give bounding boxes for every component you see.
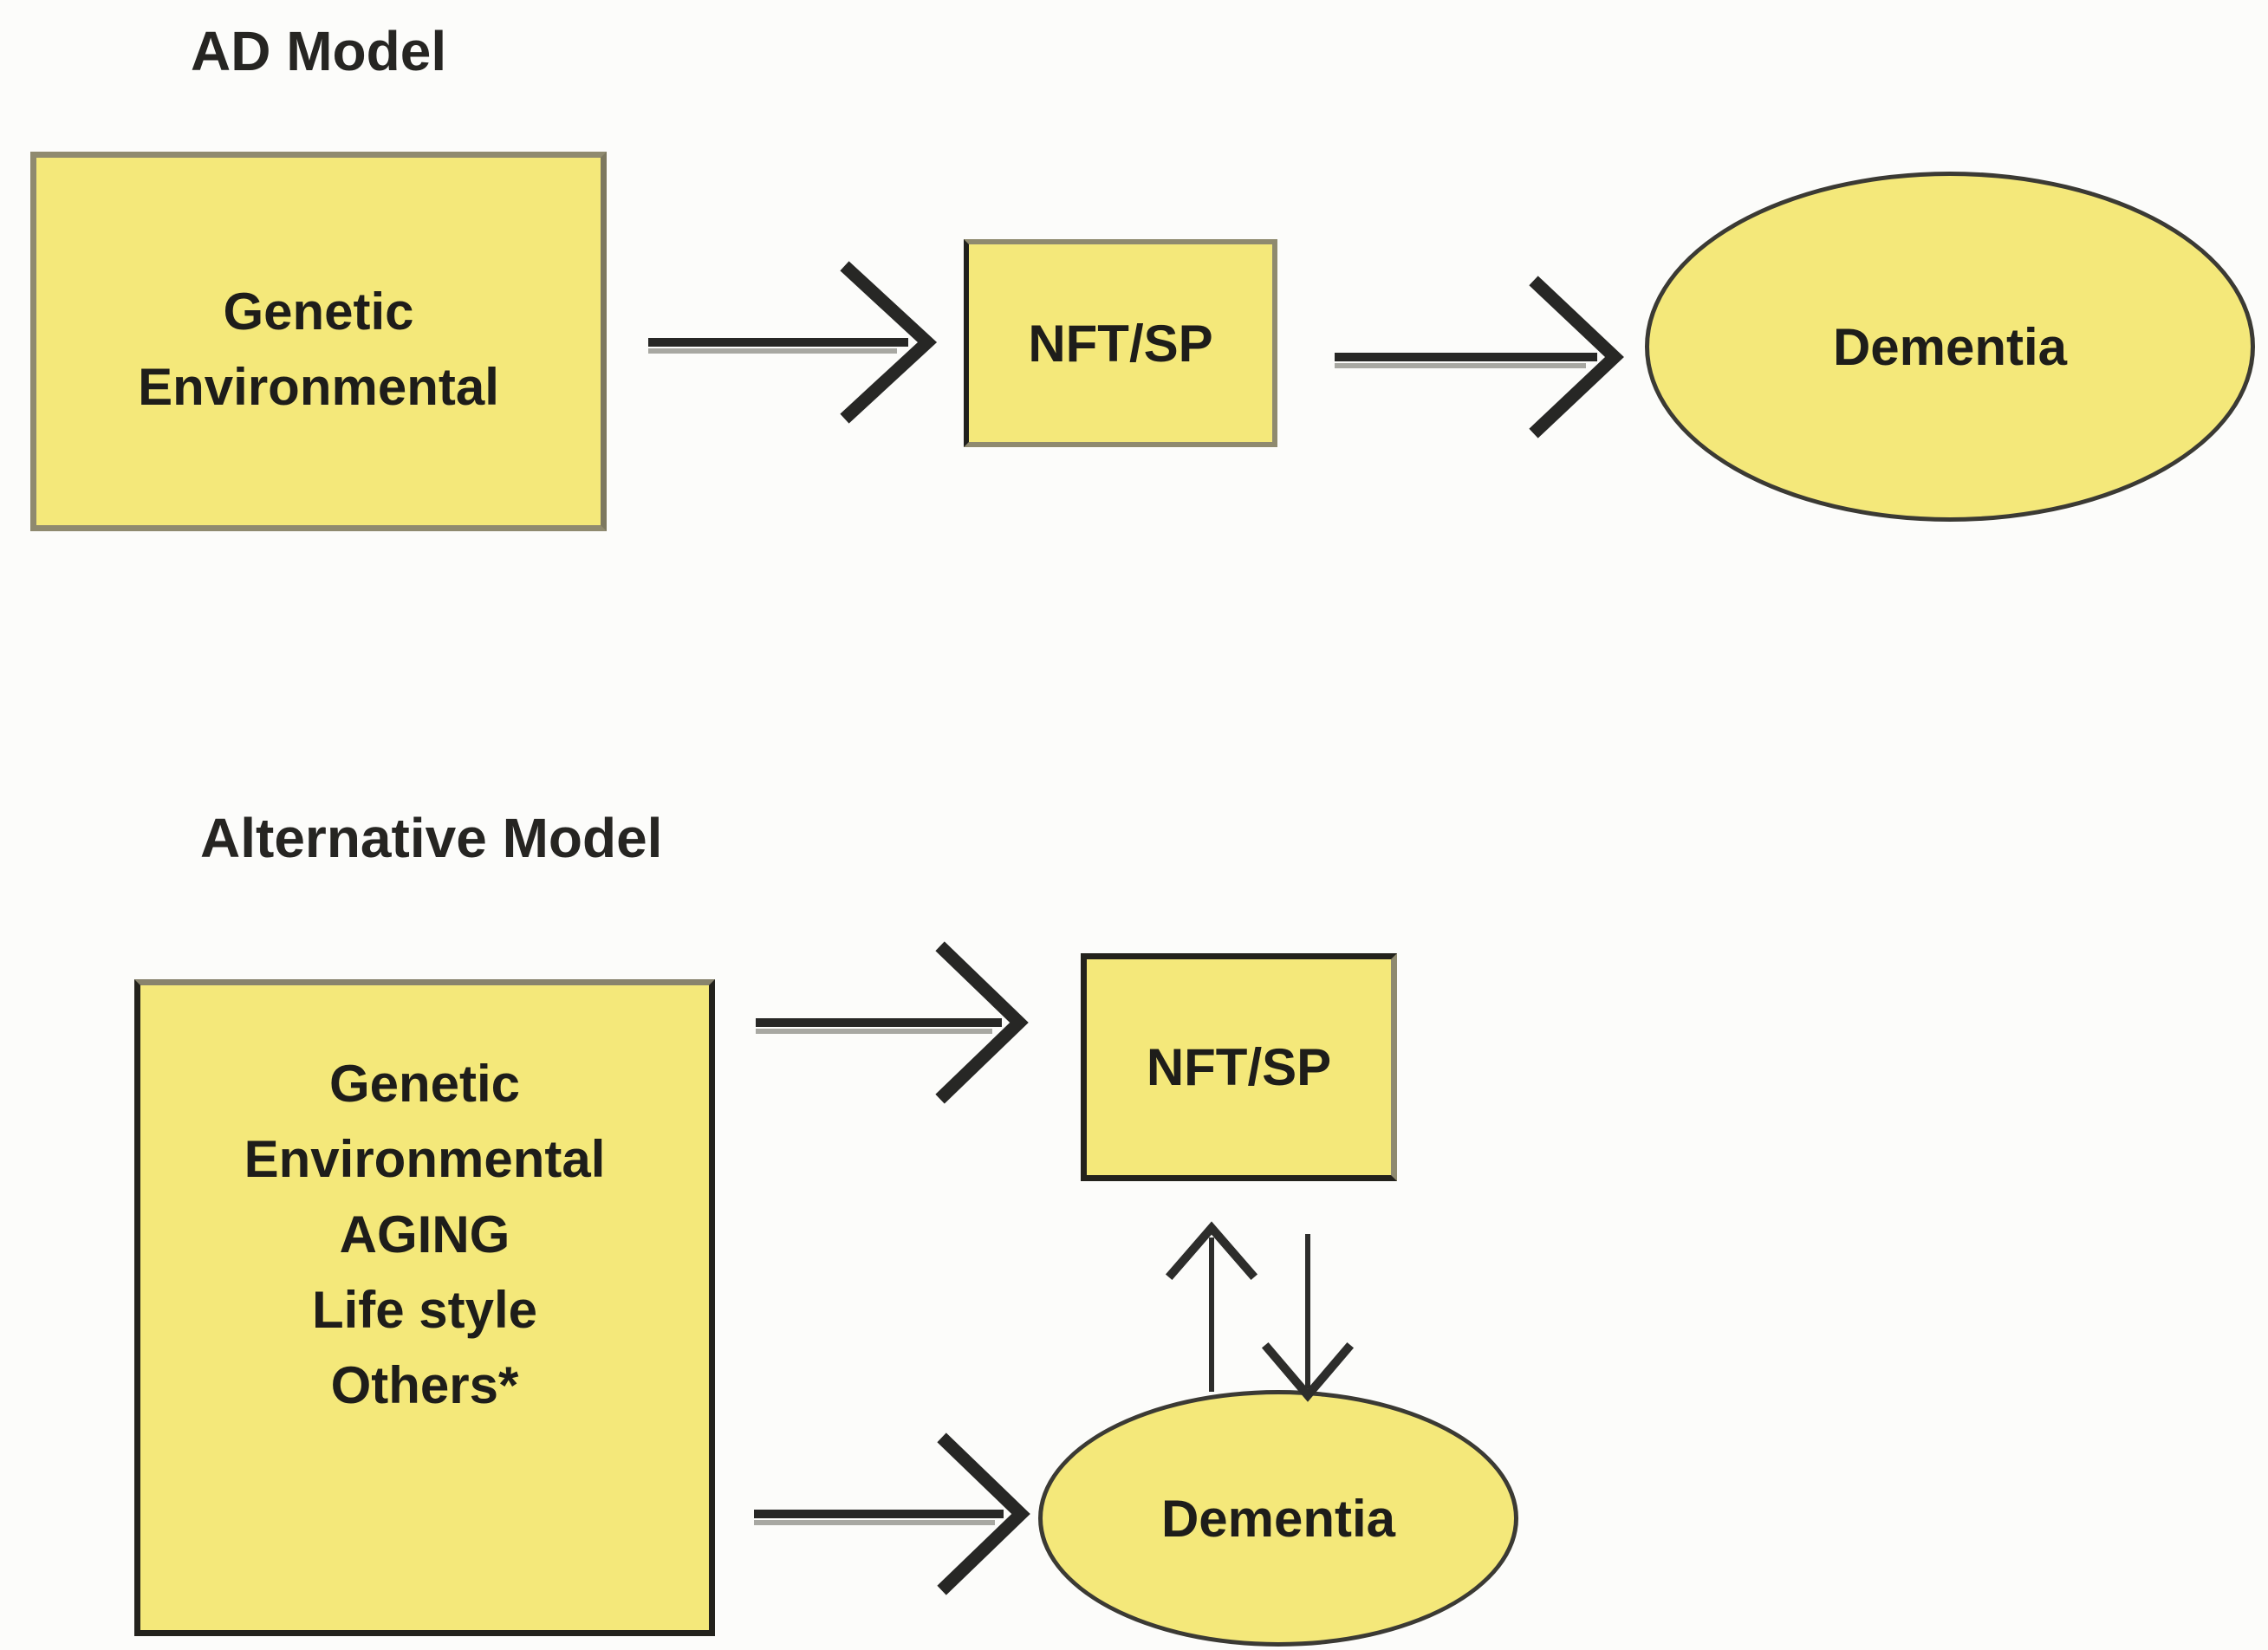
ad-nftsp-label: NFT/SP xyxy=(1028,314,1213,373)
alt-cause-line-others: Others* xyxy=(330,1355,519,1414)
arrow-alt-dementia-to-nftsp xyxy=(1165,1221,1258,1392)
alt-cause-line-environmental: Environmental xyxy=(244,1129,606,1188)
alt-cause-line-aging: AGING xyxy=(339,1205,510,1263)
alt-cause-line-genetic: Genetic xyxy=(328,1054,521,1113)
arrow-ad-nftsp-to-dementia xyxy=(1335,276,1624,438)
alt-cause-line-lifestyle: Life style xyxy=(311,1280,538,1339)
alternative-model-title: Alternative Model xyxy=(200,807,663,869)
ad-cause-line-environmental: Environmental xyxy=(138,358,499,416)
arrow-ad-cause-to-nftsp xyxy=(648,261,938,424)
ad-dementia-label: Dementia xyxy=(1832,317,2068,376)
ad-model-title: AD Model xyxy=(191,20,447,82)
alt-cause-box: Genetic Environmental AGING Life style O… xyxy=(134,979,715,1636)
alt-dementia-label: Dementia xyxy=(1160,1489,1396,1548)
arrow-alt-cause-to-dementia xyxy=(754,1432,1030,1595)
ad-nftsp-box: NFT/SP xyxy=(964,239,1277,447)
ad-dementia-ellipse: Dementia xyxy=(1645,172,2255,522)
arrow-alt-cause-to-nftsp xyxy=(756,941,1029,1104)
ad-cause-box: Genetic Environmental xyxy=(30,152,607,531)
alt-nftsp-box: NFT/SP xyxy=(1081,953,1397,1181)
arrow-alt-nftsp-to-dementia xyxy=(1261,1234,1355,1402)
alt-dementia-ellipse: Dementia xyxy=(1038,1390,1518,1647)
alt-nftsp-label: NFT/SP xyxy=(1146,1038,1332,1096)
ad-cause-line-genetic: Genetic xyxy=(223,283,414,341)
